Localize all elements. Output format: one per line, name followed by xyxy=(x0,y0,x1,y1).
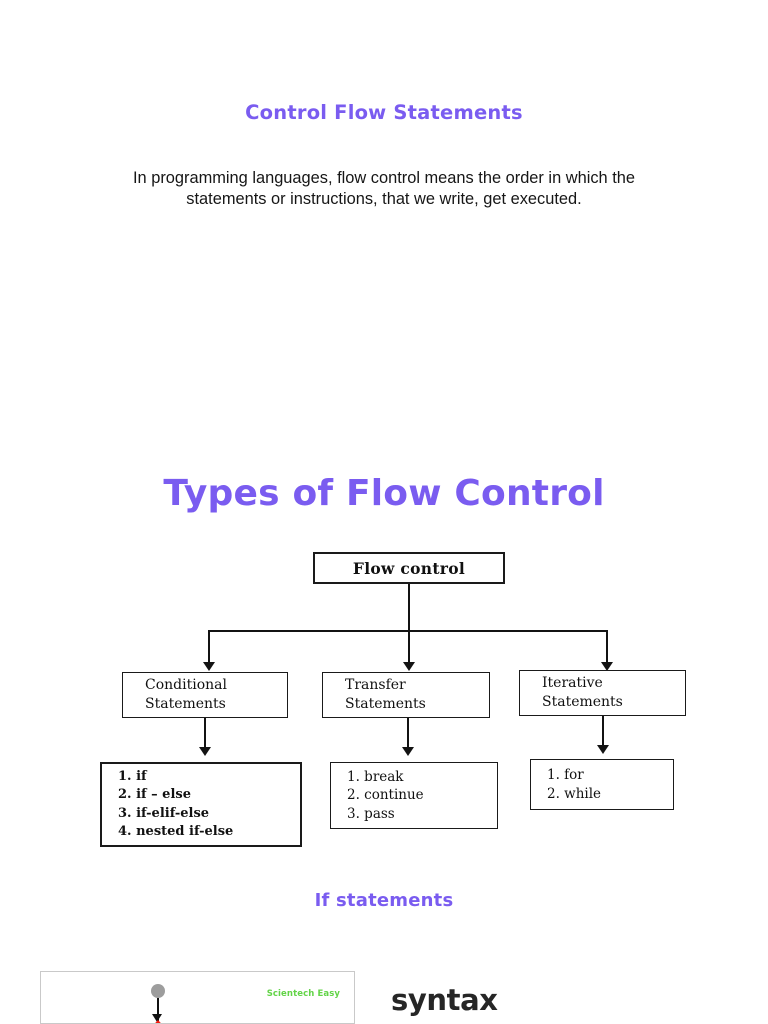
arrowhead-transfer-list xyxy=(402,747,414,756)
arrowhead-branch-left xyxy=(203,662,215,671)
diagram-list-transfer: 1. break 2. continue 3. pass xyxy=(330,762,498,829)
list-item: 3. pass xyxy=(347,805,395,822)
diagram-box-flow-control: Flow control xyxy=(313,552,505,584)
diagram-box-transfer-line2: Statements xyxy=(345,696,426,712)
diagram-box-transfer-line1: Transfer xyxy=(345,677,406,693)
connector-branch-left xyxy=(208,630,211,666)
diagram-box-iterative-line2: Statements xyxy=(542,694,623,710)
connector-root-stem xyxy=(408,584,411,630)
figure-connector-line xyxy=(157,998,159,1022)
arrowhead-conditional-list xyxy=(199,747,211,756)
diagram-box-conditional-line2: Statements xyxy=(145,696,226,712)
diagram-box-iterative-line1: Iterative xyxy=(542,675,603,691)
arrowhead-iterative-list xyxy=(597,745,609,754)
intro-paragraph: In programming languages, flow control m… xyxy=(132,169,635,208)
page-title: Control Flow Statements xyxy=(245,101,523,124)
connector-branch-right xyxy=(606,630,609,666)
list-item: 2. continue xyxy=(347,787,424,804)
figure-watermark: Scientech Easy xyxy=(266,989,340,999)
if-statement-flowchart-image: Scientech Easy xyxy=(40,971,355,1024)
list-item: 3. if-elif-else xyxy=(118,805,210,821)
diagram-list-conditional: 1. if 2. if – else 3. if-elif-else 4. ne… xyxy=(100,762,302,847)
diagram-list-iterative: 1. for 2. while xyxy=(530,759,674,810)
list-item: 2. while xyxy=(547,785,602,802)
diagram-box-transfer-statements: Transfer Statements xyxy=(322,672,490,718)
diagram-box-conditional-line1: Conditional xyxy=(145,677,227,693)
list-item: 1. if xyxy=(118,768,147,784)
connector-branch-middle xyxy=(408,630,411,666)
flow-control-diagram: Flow control Conditional Statements Tran… xyxy=(95,552,705,857)
syntax-heading: syntax xyxy=(391,983,498,1017)
figure-arrowhead-icon xyxy=(152,1014,162,1022)
diagram-box-iterative-statements: Iterative Statements xyxy=(519,670,686,716)
decision-diamond-icon xyxy=(143,1020,173,1023)
if-statements-heading: If statements xyxy=(314,890,454,911)
diagram-box-flow-control-label: Flow control xyxy=(352,558,466,578)
diagram-box-conditional-statements: Conditional Statements xyxy=(122,672,288,718)
connector-iterative-to-list xyxy=(602,716,605,749)
list-item: 1. break xyxy=(347,768,404,785)
list-item: 2. if – else xyxy=(118,787,191,802)
start-node-circle-icon xyxy=(151,984,165,998)
list-item: 4. nested if-else xyxy=(118,824,234,839)
arrowhead-branch-right xyxy=(601,662,613,671)
arrowhead-branch-middle xyxy=(403,662,415,671)
types-of-flow-control-heading: Types of Flow Control xyxy=(163,473,605,514)
connector-transfer-to-list xyxy=(407,718,410,751)
connector-conditional-to-list xyxy=(204,718,207,751)
list-item: 1. for xyxy=(547,767,584,783)
